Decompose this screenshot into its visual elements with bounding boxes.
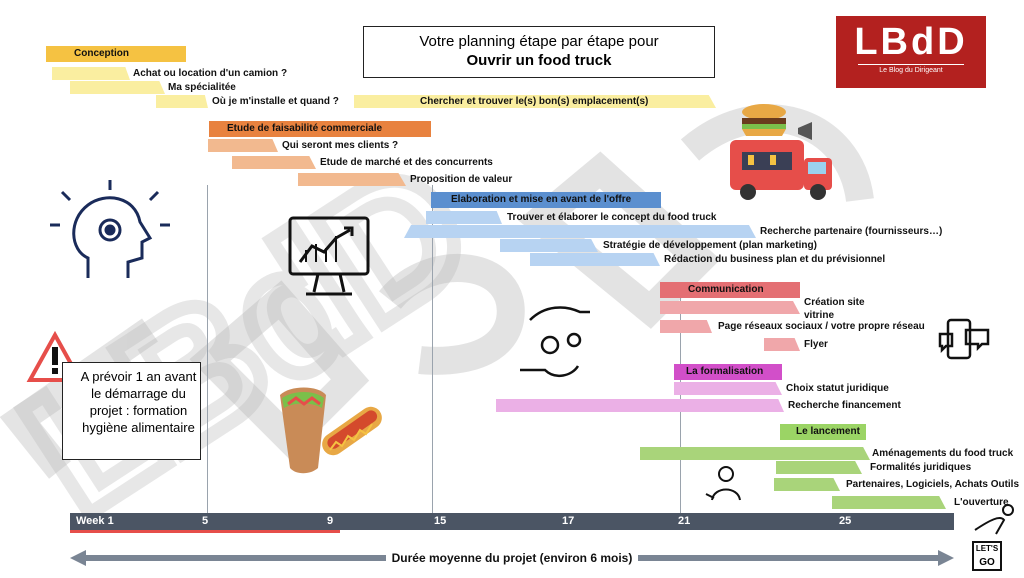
phase-header-communication: Communication	[660, 282, 800, 298]
task-label: Chercher et trouver le(s) bon(s) emplace…	[420, 96, 649, 107]
task-label: Rédaction du business plan et du prévisi…	[664, 254, 886, 265]
task-label: Proposition de valeur	[410, 174, 513, 185]
phone-chat-icon	[938, 318, 990, 360]
task-bar	[404, 225, 756, 238]
week-5-line	[207, 185, 208, 513]
food-truck-icon	[730, 104, 832, 200]
task-label: Où je m'installe et quand ?	[212, 96, 339, 107]
week-label: 17	[562, 515, 575, 527]
timeline-bar	[70, 513, 954, 530]
chef-person-icon	[705, 466, 741, 501]
task-label: Trouver et élaborer le concept du food t…	[507, 212, 717, 223]
task-bar	[530, 253, 660, 266]
task-bar	[52, 67, 130, 80]
duration-text: Durée moyenne du projet (environ 6 mois)	[385, 551, 639, 565]
task-bar	[764, 338, 800, 351]
task-label: Qui seront mes clients ?	[282, 140, 399, 151]
task-bar	[496, 399, 784, 412]
task-label: Achat ou location d'un camion ?	[133, 68, 288, 79]
watermark-text: LBdD	[0, 123, 504, 553]
task-bar	[354, 95, 716, 108]
task-bar	[674, 382, 782, 395]
task-bar	[776, 461, 862, 474]
duration-label: Durée moyenne du projet (environ 6 mois)	[0, 551, 1024, 565]
task-bar	[660, 320, 712, 333]
week-label: 5	[202, 515, 209, 527]
task-label: Aménagements du food truck	[872, 448, 1014, 459]
phase-header-lancement: Le lancement	[780, 424, 866, 440]
task-bar	[298, 173, 406, 186]
page-title: Votre planning étape par étape pour Ouvr…	[363, 26, 715, 78]
task-label: Partenaires, Logiciels, Achats Outils	[846, 479, 1020, 490]
logo: LBdD Le Blog du Dirigeant	[836, 16, 986, 88]
week-label: 25	[839, 515, 852, 527]
lets-go-label: LET'S GO	[972, 544, 1002, 568]
watermark	[0, 104, 874, 479]
task-bar	[232, 156, 316, 169]
title-line-1: Votre planning étape par étape pour	[419, 33, 659, 50]
phase-header-formalisation: La formalisation	[674, 364, 782, 380]
week-label: 21	[678, 515, 691, 527]
kebab-hotdog-icon	[280, 387, 382, 474]
task-label: Création site vitrine	[804, 297, 865, 321]
task-bar	[660, 301, 800, 314]
task-label: Flyer	[804, 339, 828, 350]
monitor-chart-icon	[288, 216, 370, 296]
task-bar	[774, 478, 840, 491]
task-label: Page réseaux sociaux / votre propre rése…	[718, 321, 925, 332]
title-line-2: Ouvrir un food truck	[466, 52, 612, 69]
task-bar	[70, 81, 165, 94]
week-label: 9	[327, 515, 334, 527]
hygiene-warning-box: A prévoir 1 an avant le démarrage du pro…	[62, 362, 201, 460]
task-label: Recherche partenaire (fournisseurs…)	[760, 226, 943, 237]
task-label: Ma spécialitée	[168, 82, 236, 93]
phase-header-conception: Conception	[46, 46, 186, 62]
brain-gear-icon	[50, 180, 170, 278]
lets-text: LET'S	[975, 544, 999, 553]
phase-header-elaboration: Elaboration et mise en avant de l'offre	[431, 192, 661, 208]
task-bar	[426, 211, 502, 224]
week-label: Week 1	[76, 515, 114, 527]
week-15-line	[432, 185, 433, 513]
task-label: Stratégie de développement (plan marketi…	[603, 240, 817, 251]
go-text: GO	[979, 557, 995, 568]
task-label: Recherche financement	[788, 400, 901, 411]
task-bar	[640, 447, 870, 460]
task-bar	[832, 496, 946, 509]
timeline-red-marker	[70, 530, 340, 533]
task-label: Formalités juridiques	[870, 462, 972, 473]
logo-text: LBdD	[854, 21, 968, 63]
task-bar	[500, 239, 598, 252]
week-label: 15	[434, 515, 447, 527]
task-label: Etude de marché et des concurrents	[320, 157, 493, 168]
logo-subtitle: Le Blog du Dirigeant	[858, 64, 964, 74]
task-bar	[156, 95, 208, 108]
task-label: L'ouverture	[954, 497, 1009, 508]
hands-gears-icon	[520, 306, 590, 378]
task-bar	[208, 139, 278, 152]
lets-go-runner-icon	[972, 504, 1014, 571]
task-label: Choix statut juridique	[786, 383, 889, 394]
phase-header-faisabilite: Etude de faisabilité commerciale	[209, 121, 431, 137]
